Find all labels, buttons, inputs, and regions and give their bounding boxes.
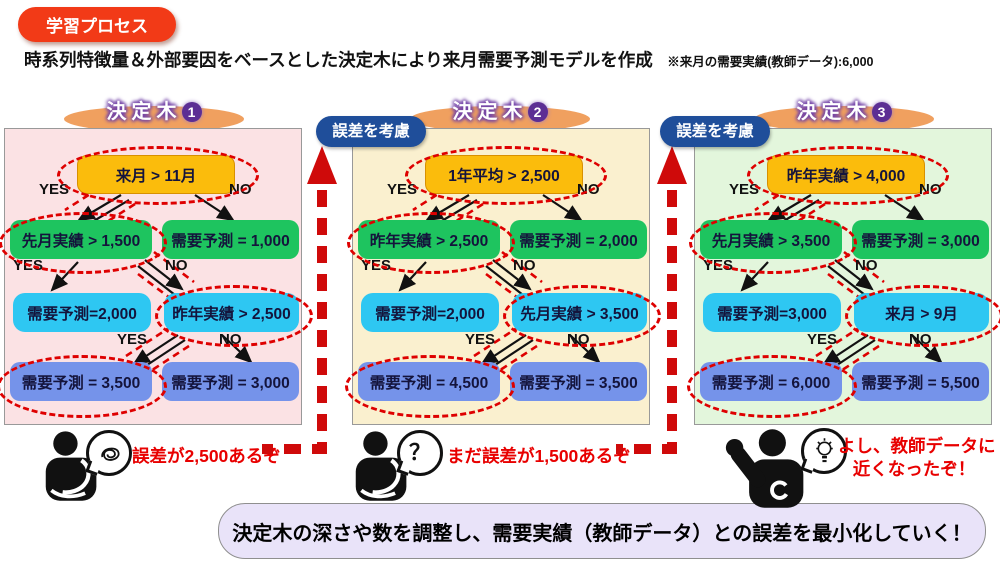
cheering-person-icon [722,429,814,514]
tree2-no-label-3: NO [567,331,590,348]
tree1-no-label-1: NO [229,181,252,198]
tree2-yes-label-3: YES [465,331,496,348]
tree2-l2-right-node: 需要予測 = 2,000 [510,220,647,259]
tree-panel-3: 昨年実績 > 4,000 先月実績 > 3,500 需要予測 = 3,000 需… [687,128,1000,425]
tree1-number-badge: 1 [181,102,202,122]
thinking-person-icon-2 [352,431,412,506]
speech-bubble-3 [801,428,847,474]
tree-panel-1: 来月 > 11月 先月実績 > 1,500 需要予測 = 1,000 需要予測=… [0,128,313,425]
tree2-root-node: 1年平均 > 2,500 [425,155,583,194]
tree2-l2-left-node: 昨年実績 > 2,500 [358,220,500,259]
tree1-header-ellipse [64,106,244,132]
thinking-person-icon-1 [42,431,102,506]
tree2-error-comment: まだ誤差が1,500あるぞ [447,446,631,466]
tree2-leaf-left-node: 需要予測 = 4,500 [358,362,500,401]
tree3-yes-label-1: YES [729,181,760,198]
tree3-no-label-2: NO [855,257,878,274]
tree1-leaf-left-node: 需要予測 = 3,500 [10,362,152,401]
tree3-l2-right-node: 需要予測 = 3,000 [852,220,989,259]
tree3-no-label-1: NO [919,181,942,198]
tree2-l3-right-node: 先月実績 > 3,500 [512,293,647,332]
tree2-no-label-1: NO [577,181,600,198]
speech-bubble-1 [86,430,132,476]
tree3-header-label: 決定木 [796,101,872,123]
tree3-success-comment-line1: よし、教師データに [838,436,996,456]
page-title: 時系列特徴量＆外部要因をベースとした決定木により来月需要予測モデルを作成 [24,50,653,70]
tree3-yes-label-3: YES [807,331,838,348]
tree1-yes-label-1: YES [39,181,70,198]
teacher-data-note: ※来月の需要実績(教師データ):6,000 [667,55,874,69]
tree2-yes-label-2: YES [361,257,392,274]
tree2-yes-label-1: YES [387,181,418,198]
tree1-l2-left-node: 先月実績 > 1,500 [10,220,152,259]
tree1-leaf-right-node: 需要予測 = 3,000 [162,362,299,401]
tree2-header-label: 決定木 [452,101,528,123]
tree1-l2-right-node: 需要予測 = 1,000 [162,220,299,259]
tree2-no-label-2: NO [513,257,536,274]
tree3-success-comment-line2: 近くなったぞ！ [852,459,976,479]
tree1-error-comment: 誤差が2,500あるぞ [132,446,281,466]
tree2-number-badge: 2 [527,102,548,122]
tree1-l3-left-node: 需要予測=2,000 [13,293,151,332]
error-consideration-badge-2: 誤差を考慮 [316,116,426,147]
tree3-l2-left-node: 先月実績 > 3,500 [700,220,842,259]
question-mark-icon: ？ [408,440,431,465]
tree1-yes-label-3: YES [117,331,148,348]
lightbulb-icon [815,438,833,463]
title-row: 時系列特徴量＆外部要因をベースとした決定木により来月需要予測モデルを作成 ※来月… [24,47,874,72]
tree3-no-label-3: NO [909,331,932,348]
tree3-leaf-right-node: 需要予測 = 5,500 [852,362,989,401]
tree2-leaf-right-node: 需要予測 = 3,500 [510,362,647,401]
tree3-l3-right-node: 来月 > 9月 [854,293,989,332]
tree-panel-2: 1年平均 > 2,500 昨年実績 > 2,500 需要予測 = 2,000 需… [345,128,661,425]
tree3-leaf-left-node: 需要予測 = 6,000 [700,362,842,401]
tree1-root-node: 来月 > 11月 [77,155,235,194]
tree3-header-ellipse [754,106,934,132]
confused-scribble-icon [100,447,119,461]
tree2-l3-left-node: 需要予測=2,000 [361,293,499,332]
loop-arrowhead-2 [657,146,687,184]
tree1-header-label: 決定木 [106,101,182,123]
tree3-l3-left-node: 需要予測=3,000 [703,293,841,332]
error-consideration-badge-3: 誤差を考慮 [660,116,770,147]
tree2-header-ellipse [410,106,590,132]
process-badge: 学習プロセス [18,7,176,42]
tree1-yes-label-2: YES [13,257,44,274]
tree1-no-label-3: NO [219,331,242,348]
tree1-no-label-2: NO [165,257,188,274]
tree3-success-comment: よし、教師データに 近くなったぞ！ [838,435,996,481]
tree1-l3-right-node: 昨年実績 > 2,500 [164,293,299,332]
tree3-root-node: 昨年実績 > 4,000 [767,155,925,194]
tree3-yes-label-2: YES [703,257,734,274]
summary-banner: 決定木の深さや数を調整し、需要実績（教師データ）との誤差を最小化していく！ [218,503,986,559]
tree3-number-badge: 3 [871,102,892,122]
speech-bubble-2: ？ [397,430,443,476]
loop-arrowhead-1 [307,146,337,184]
